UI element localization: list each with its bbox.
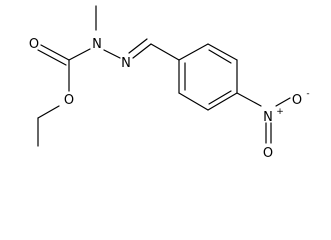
ring-bond-c1-c2 [178,43,209,61]
methine-to-ring-bond [150,43,180,61]
imine-double-bond-line-1 [132,43,152,59]
structure-canvas: O O N N N + O - O [29,5,310,161]
ring-inner-double-bond-3 [208,90,232,105]
imine-nitrogen-label: N [121,56,131,71]
carbonyl-double-bond-line-1 [40,44,70,61]
amine-nitrogen-label: N [92,37,102,52]
nitro-oxygen-negative-charge: - [306,89,309,99]
carbonyl-carbon-to-amine-nitrogen-bond [68,48,91,61]
ring-bond-c2-c3 [207,43,238,61]
ring-bond-c5-c6 [178,92,209,111]
nitro-nitrogen-to-oxygen-anion-bond [275,97,291,107]
nitro-nitrogen-label: N [263,110,273,125]
carbonyl-double-bond-line-2 [37,49,67,66]
ring-inner-double-bond-1 [208,49,232,64]
bonds [37,5,291,147]
atom-labels: O O N N N + O - O [29,37,310,161]
nitrogen-nitrogen-single-bond [103,49,121,59]
nitro-oxygen-label: O [263,146,273,161]
nitro-oxygen-anion-label: O [292,93,302,108]
ester-oxygen-to-ethyl-ch2-bond [37,105,60,119]
imine-double-bond-line-2 [128,38,148,54]
ester-oxygen-label: O [64,93,74,108]
ring-to-nitro-nitrogen-bond [236,92,262,107]
carbonyl-oxygen-label: O [29,37,39,52]
nitro-nitrogen-positive-charge: + [276,107,284,117]
chemical-structure-diagram: O O N N N + O - O [29,5,310,161]
ring-bond-c4-c5 [207,92,238,111]
